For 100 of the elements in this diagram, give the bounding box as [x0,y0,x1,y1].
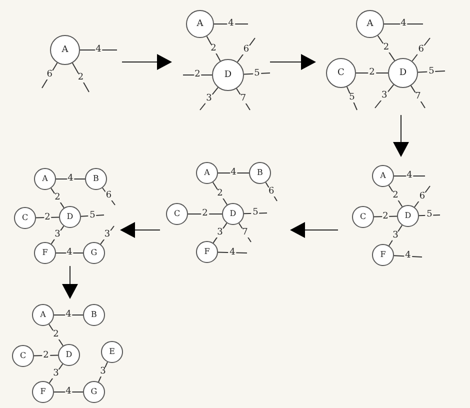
edge-weight: 4 [406,172,414,180]
vertex-label: C [20,352,26,360]
vertex-circle [34,242,56,264]
edge-weight: 7 [414,92,422,102]
graph-edge [56,252,84,254]
vertex-circle [356,10,384,38]
vertex-circle [101,341,123,363]
vertex-circle [59,206,81,228]
vertex-label: A [380,172,386,180]
graph-edge [36,216,60,218]
vertex-circle [196,162,218,184]
vertex-circle [83,304,105,326]
vertex-label: D [230,210,236,218]
edge-weight: 4 [400,20,408,28]
edge-weight: 2 [42,351,50,360]
edge-weight: 2 [52,330,60,340]
vertex-circle [372,165,394,187]
graph-edge [34,354,58,356]
vertex-circle [34,168,56,190]
vertex-circle [50,35,80,65]
vertex-label: C [174,210,180,218]
vertex-circle [32,381,54,403]
vertex-label: D [66,213,74,221]
graph-edge [243,72,270,75]
edge-weight: 5 [88,211,96,220]
vertex-label: F [204,248,210,256]
vertex-label: B [93,175,99,183]
vertex-label: G [90,249,98,257]
edge-weight: 4 [227,20,235,28]
vertex-label: F [380,251,386,259]
edge-weight: 3 [52,369,60,378]
vertex-circle [186,10,214,38]
graph-edge [54,314,84,316]
edge-weight: 4 [228,248,236,258]
vertex-label: A [62,46,68,54]
graph-edge [206,36,221,62]
vertex-label: B [257,169,263,177]
vertex-circle [85,168,107,190]
edge-weight: 7 [241,228,249,238]
edge-weight: 2 [201,210,209,218]
edge-weight: 5 [253,69,261,78]
vertex-label: A [204,169,210,177]
edge-weight: 2 [368,68,376,78]
vertex-label: C [338,68,344,78]
vertex-circle [222,203,244,225]
vertex-circle [32,304,54,326]
edge-weight: 2 [44,213,52,222]
edge-weight: 5 [252,208,260,218]
edge-weight: 4 [66,248,74,258]
graph-edge [374,84,394,108]
graph-edge [236,88,250,110]
graph-edge [417,70,446,73]
edge-weight: 6 [104,192,113,201]
graph-edge [346,86,358,110]
vertex-circle [58,344,80,366]
edge-weight: 4 [230,168,238,178]
edge-weight: 6 [242,46,250,55]
graph-edge [374,216,398,218]
vertex-label: A [40,311,46,319]
vertex-label: A [366,20,374,28]
edge-weight: 3 [380,92,388,101]
vertex-label: A [196,20,204,28]
graph-edge [182,74,212,76]
edge-weight: 2 [382,212,390,221]
vertex-circle [83,242,105,264]
graph-edge [42,62,58,88]
vertex-label: D [399,68,407,78]
graph-edge [200,87,218,110]
vertex-label: F [40,388,46,396]
edge-weight: 4 [64,310,72,320]
vertex-circle [12,345,34,367]
vertex-circle [372,244,394,266]
graph-edge [48,324,64,346]
edge-weight: 2 [216,189,224,198]
edge-weight: 3 [103,230,112,240]
edge-weight: 4 [94,46,102,54]
edge-weight: 6 [417,45,425,54]
edge-weight: 5 [426,210,434,220]
vertex-label: F [42,249,48,257]
edge-weight: 6 [267,187,276,196]
edge-weight: 3 [216,228,224,238]
vertex-circle [249,162,271,184]
vertex-label: D [224,70,232,80]
edge-weight: 3 [392,231,400,240]
vertex-label: C [360,213,366,221]
vertex-circle [166,203,188,225]
edge-weight: 5 [428,67,436,76]
edge-weight: 2 [382,44,390,53]
vertex-circle [83,381,105,403]
vertex-label: E [109,348,115,356]
vertex-label: B [91,311,97,319]
graph-edge [212,182,228,206]
edge-weight: 4 [66,174,74,184]
vertex-circle [326,58,356,88]
vertex-label: A [42,175,48,183]
graph-edge [50,188,64,208]
edge-weight: 5 [348,94,356,103]
vertex-circle [196,241,218,263]
graph-edge [377,35,396,62]
graph-edge [56,178,86,180]
